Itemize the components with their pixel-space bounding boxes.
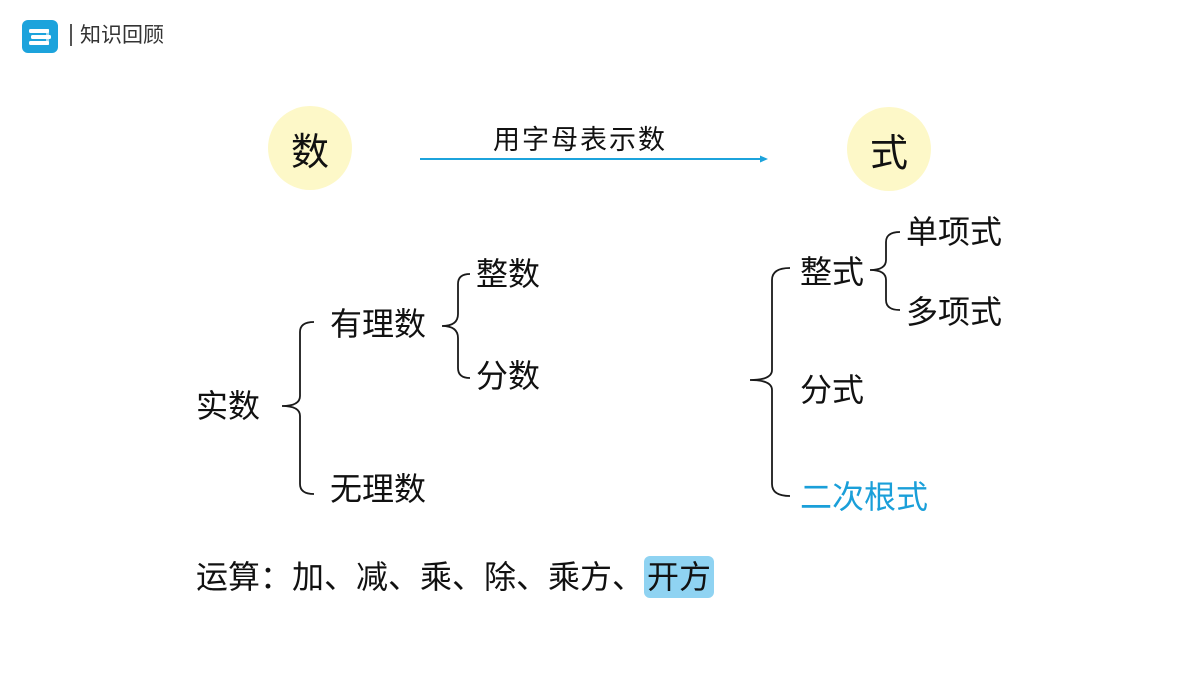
operations-text: 运算：加、减、乘、除、乘方、: [196, 558, 645, 596]
fractions-label: 分数: [476, 357, 541, 395]
arrow-label: 用字母表示数: [493, 125, 667, 156]
right-arrow: [420, 155, 768, 163]
rational-numbers-label: 有理数: [330, 305, 427, 343]
rational-brace: [441, 273, 471, 379]
book-stack-icon: [29, 29, 51, 45]
integers-label: 整数: [476, 255, 541, 293]
multinomial-label: 多项式: [906, 293, 1003, 331]
header-title: 知识回顾: [80, 23, 164, 47]
fractional-expression-label: 分式: [800, 371, 865, 409]
number-circle: 数: [268, 106, 352, 190]
polynomial-label: 整式: [800, 253, 865, 291]
app-logo: [22, 20, 58, 53]
irrational-numbers-label: 无理数: [330, 470, 427, 508]
real-numbers-label: 实数: [196, 387, 261, 425]
expression-brace: [749, 267, 791, 497]
polynomial-brace: [869, 231, 901, 311]
operations-line: 运算：加、减、乘、除、乘方、 开方: [196, 556, 715, 598]
monomial-label: 单项式: [906, 213, 1003, 251]
header-divider: [70, 24, 72, 46]
radical-expression-label: 二次根式: [800, 478, 929, 516]
real-number-brace: [281, 321, 315, 495]
operations-highlight: 开方: [644, 556, 715, 598]
expression-circle: 式: [847, 107, 931, 191]
